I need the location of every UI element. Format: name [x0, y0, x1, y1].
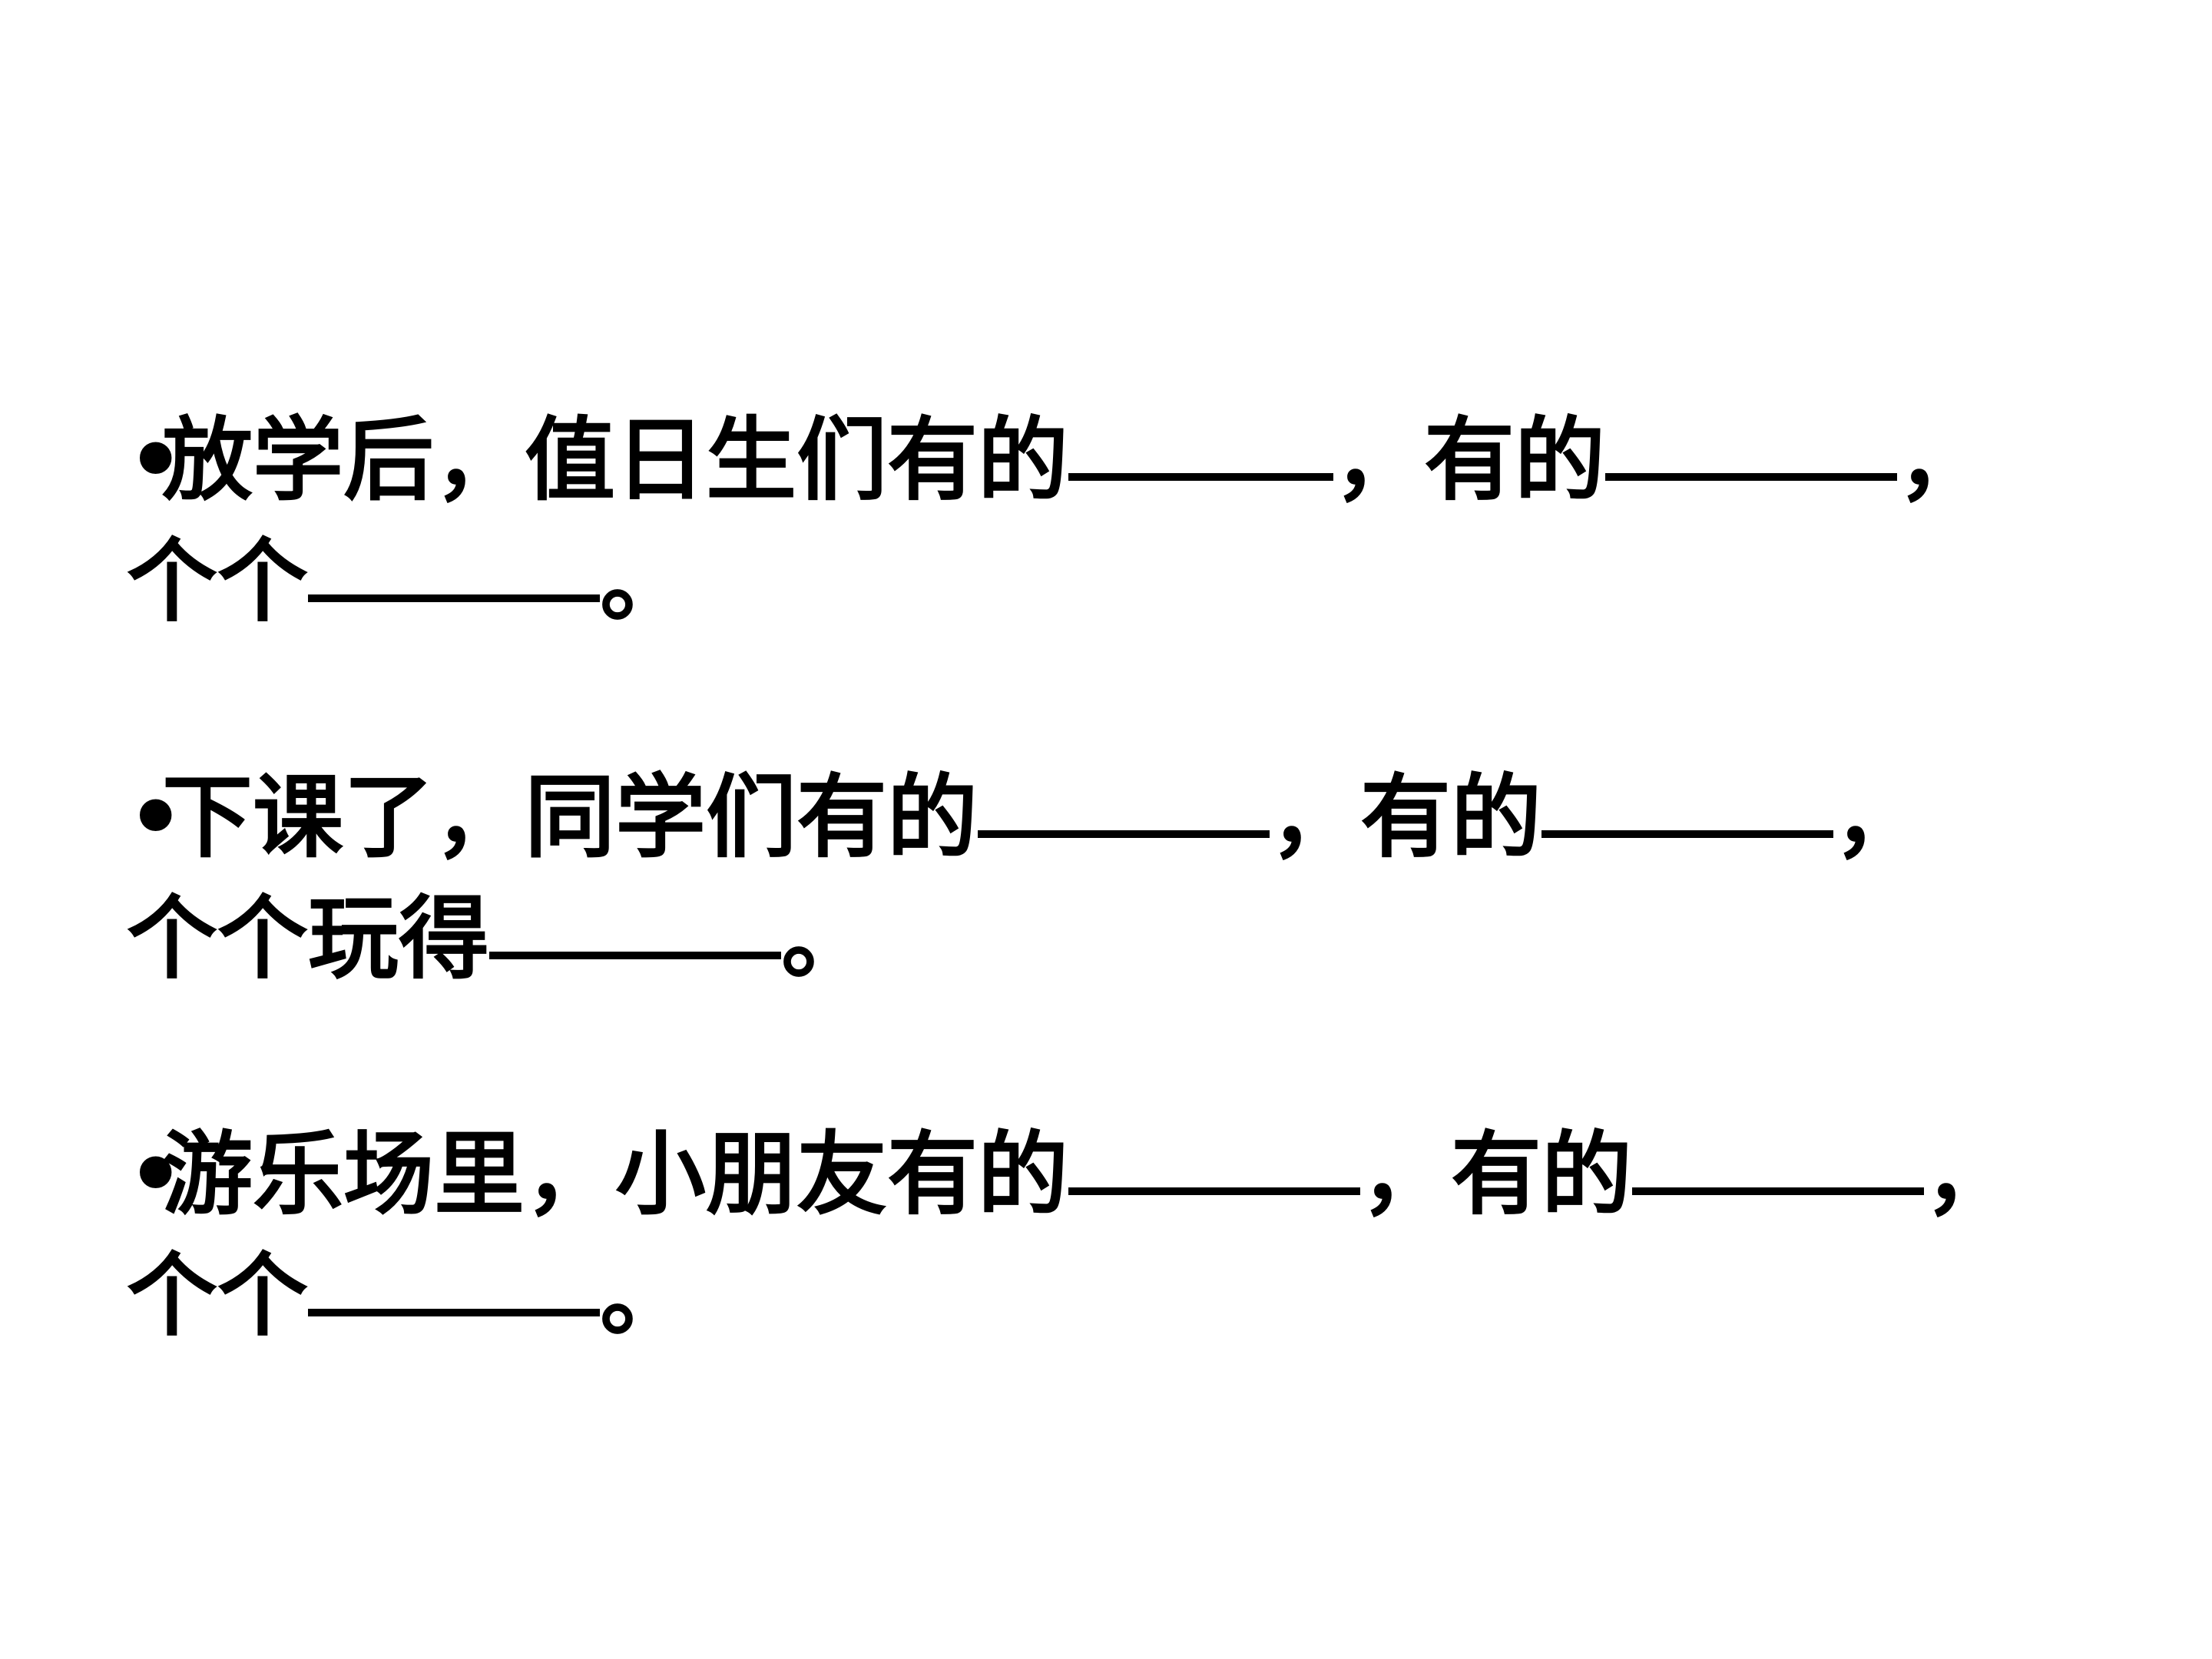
exercise-3-text-d: 个个	[127, 1242, 309, 1349]
exercise-3-line-1: •游乐场里，小朋友有的 ，有的 ，	[127, 1114, 2124, 1235]
exercise-1-text-e: 。	[600, 528, 691, 634]
exercise-3-text-a: 游乐场里，小朋友有的	[162, 1121, 1069, 1227]
exercise-2-line-1: •下课了，同学们有的 ，有的 ，	[127, 757, 2124, 878]
exercise-2-text-c: ，	[1833, 763, 1925, 870]
bullet: •	[127, 406, 185, 513]
exercise-item-1: •放学后，值日生们有的 ，有的 ， 个个 。	[127, 399, 2124, 642]
exercise-1-text-b: ，有的	[1333, 406, 1606, 513]
fill-blank[interactable]	[1632, 1187, 1925, 1195]
exercise-2-line-2: 个个玩得 。	[127, 878, 2124, 999]
fill-blank[interactable]	[1068, 1187, 1361, 1195]
exercise-1-text-a: 放学后，值日生们有的	[162, 406, 1069, 513]
exercise-1-line-2: 个个 。	[127, 521, 2124, 642]
bullet: •	[127, 1121, 185, 1227]
exercise-3-line-2: 个个 。	[127, 1235, 2124, 1356]
exercise-2-text-e: 。	[781, 885, 873, 992]
exercise-1-text-c: ，	[1897, 406, 1988, 513]
fill-blank[interactable]	[1605, 473, 1898, 481]
exercise-2-text-a: 下课了，同学们有的	[162, 763, 979, 870]
fill-blank[interactable]	[1068, 473, 1334, 481]
exercise-3-text-c: ，	[1924, 1121, 2015, 1227]
fill-blank[interactable]	[308, 594, 601, 602]
exercise-3-text-b: ，有的	[1360, 1121, 1633, 1227]
exercise-2-text-b: ，有的	[1270, 763, 1542, 870]
exercise-2-text-d: 个个玩得	[127, 885, 490, 992]
fill-blank[interactable]	[978, 830, 1270, 838]
exercise-3-text-e: 。	[600, 1242, 691, 1349]
exercise-1-line-1: •放学后，值日生们有的 ，有的 ，	[127, 399, 2124, 521]
fill-blank[interactable]	[489, 952, 782, 959]
fill-blank[interactable]	[308, 1309, 601, 1316]
exercise-item-2: •下课了，同学们有的 ，有的 ， 个个玩得 。	[127, 757, 2124, 999]
bullet: •	[127, 763, 185, 870]
exercise-1-text-d: 个个	[127, 528, 309, 634]
exercise-item-3: •游乐场里，小朋友有的 ，有的 ， 个个 。	[127, 1114, 2124, 1356]
fill-blank[interactable]	[1541, 830, 1834, 838]
